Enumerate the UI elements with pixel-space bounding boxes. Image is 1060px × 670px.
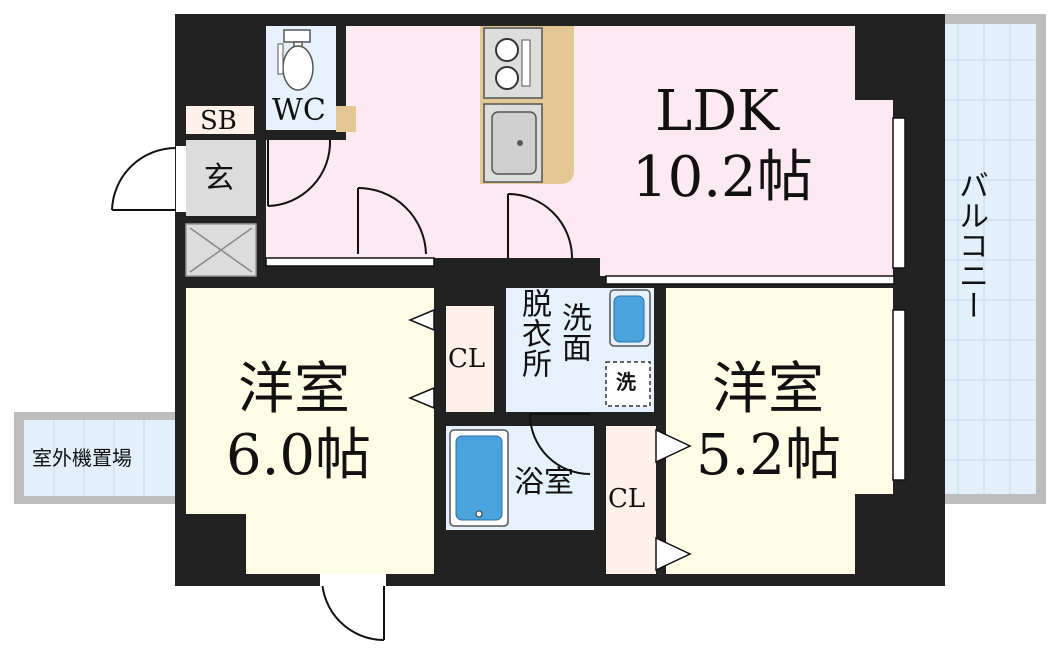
wc-shelf (336, 106, 356, 132)
bathroom-label: 浴室 (514, 465, 574, 500)
bathtub-icon (449, 429, 509, 527)
ldk-size: 10.2帖 (632, 145, 813, 210)
stove-icon (483, 27, 543, 99)
hall-floor (266, 140, 434, 258)
entrance-door (111, 147, 177, 211)
entrance-label: 玄 (204, 161, 234, 196)
dressing-room-label: 脱衣所 (516, 288, 551, 378)
shoe-box-label: SB (200, 106, 237, 136)
western-room-1-label: 洋室 (238, 357, 350, 422)
outdoor-unit-label: 室外機置場 (32, 446, 132, 470)
closet-1-floor (446, 306, 494, 412)
closet-2-label: CL (608, 484, 646, 514)
shoe-box (186, 106, 254, 134)
balcony-label: バルコニー (953, 170, 988, 320)
western-room-2-size: 5.2帖 (696, 423, 842, 488)
ldk-label: LDK (655, 79, 779, 144)
washing-machine-icon (605, 361, 651, 407)
toilet-icon (277, 29, 314, 91)
wc-label: WC (272, 93, 326, 128)
closet-1-label: CL (448, 344, 486, 374)
western-room-1-size: 6.0帖 (226, 423, 372, 488)
western-room-2-label: 洋室 (712, 357, 824, 422)
western-room-2-floor (666, 288, 893, 574)
outdoor-unit-area (14, 412, 179, 504)
western-room-1-floor (186, 288, 434, 574)
sink-icon (483, 103, 543, 183)
entrance-floor (186, 140, 256, 216)
washer-label: 洗 (616, 370, 636, 394)
washroom-label: 洗面 (556, 302, 591, 362)
closet-2-floor (606, 426, 656, 574)
